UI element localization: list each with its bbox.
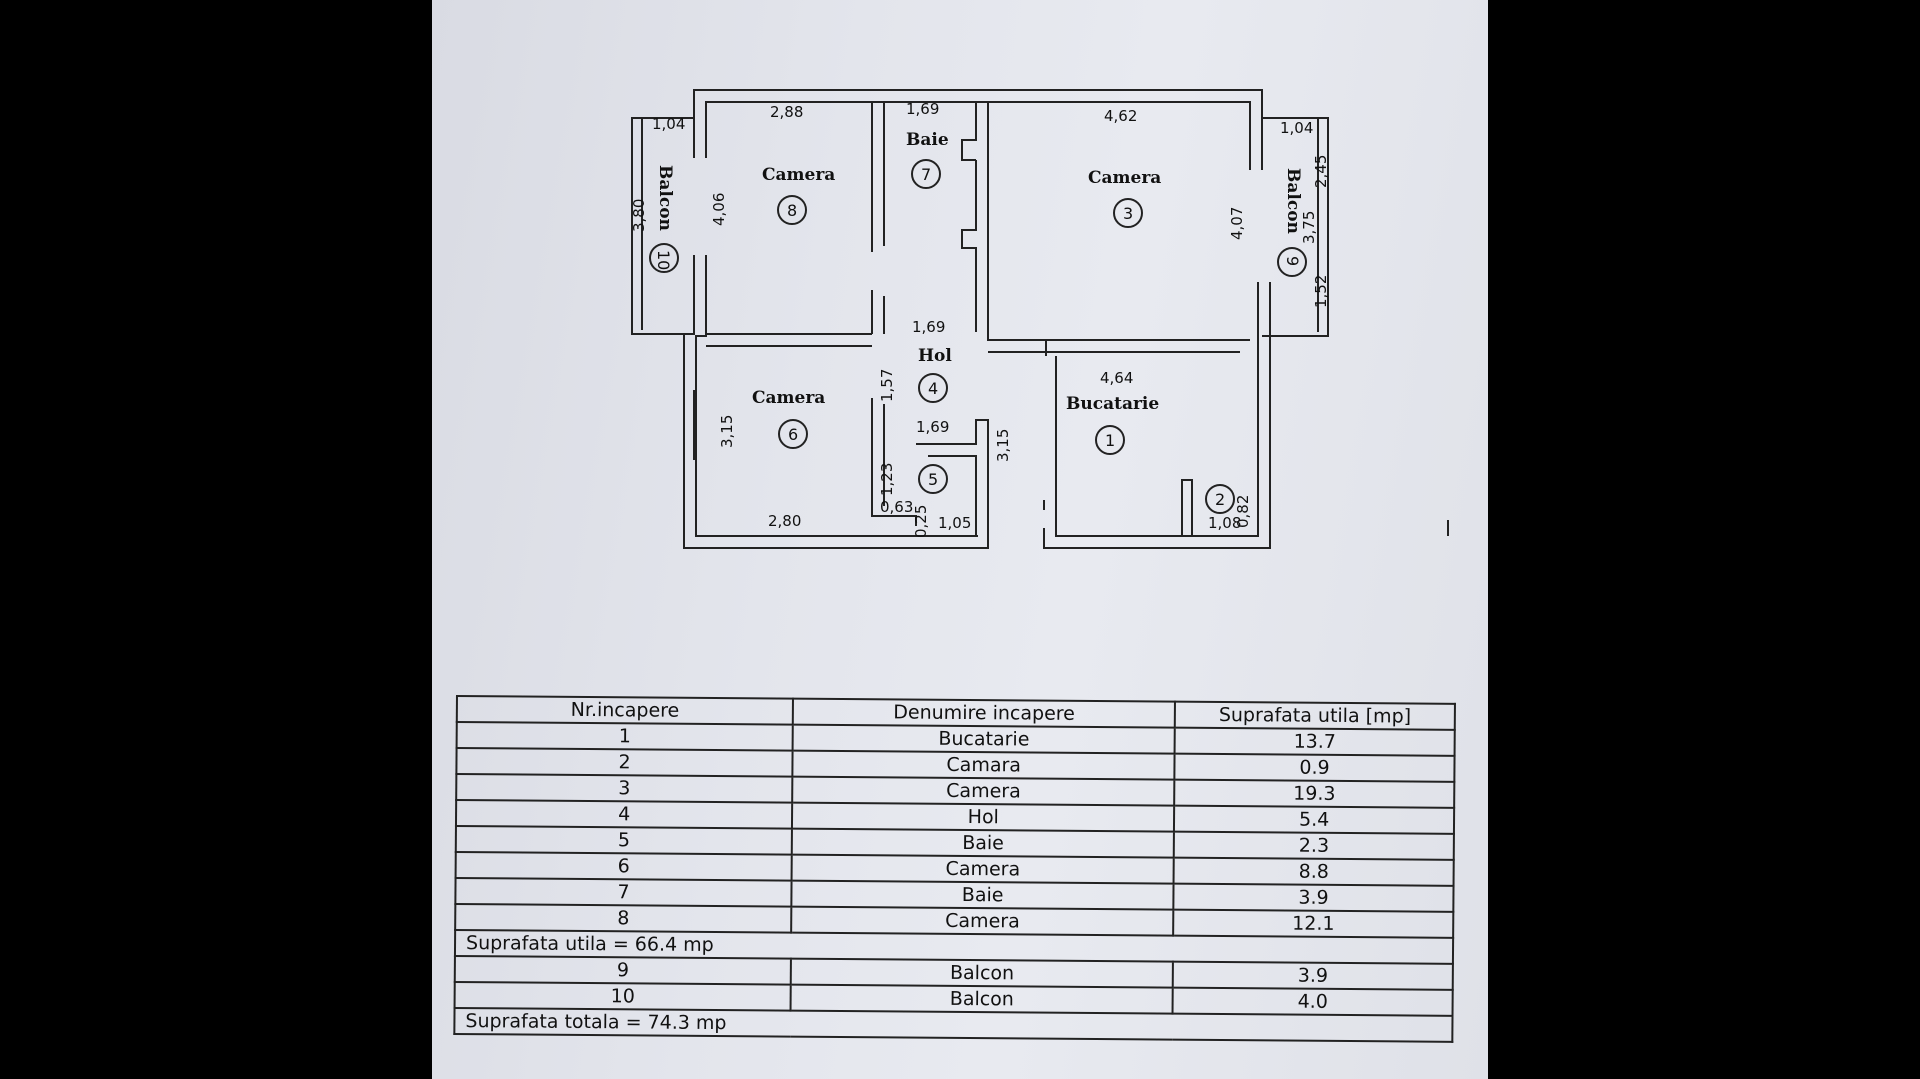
cell-room-number: 5 <box>455 826 793 855</box>
dimension-label: 3,75 <box>1300 211 1318 244</box>
dimension-label: 4,62 <box>1104 107 1137 125</box>
dimension-label: 1,08 <box>1208 514 1241 532</box>
dimension-label: 0,63 <box>880 498 913 516</box>
room-label-8: Camera <box>762 165 835 185</box>
room-number-3: 3 <box>1123 204 1133 223</box>
cell-room-name: Camera <box>791 854 1174 884</box>
room-number-10: 10 <box>654 250 673 270</box>
room-label-10: Balcon <box>655 165 675 231</box>
cell-room-name: Balcon <box>790 984 1173 1014</box>
room-number-2: 2 <box>1215 490 1225 509</box>
cell-room-number: 8 <box>455 904 792 933</box>
cell-area: 3.9 <box>1173 883 1454 912</box>
dimension-label: 4,06 <box>710 193 728 226</box>
room-number-6: 6 <box>788 425 798 444</box>
grand-total: Suprafata totala = 74.3 mp <box>465 1010 727 1035</box>
dimension-label: 1,57 <box>878 369 896 402</box>
cell-room-number: 2 <box>456 748 793 777</box>
room-label-4: Hol <box>918 346 952 366</box>
cell-area: 8.8 <box>1173 857 1454 886</box>
dimension-label: 2,88 <box>770 103 803 121</box>
cell-area: 0.9 <box>1174 753 1455 782</box>
cell-area: 12.1 <box>1173 909 1454 938</box>
header-room-name: Denumire incapere <box>793 698 1176 728</box>
cell-room-number: 9 <box>454 955 792 985</box>
dimension-label: 3,15 <box>718 415 736 448</box>
cell-area: 5.4 <box>1174 805 1455 834</box>
cell-room-number: 1 <box>456 722 794 751</box>
room-number-1: 1 <box>1105 431 1115 450</box>
dimension-label: 3,15 <box>994 429 1012 462</box>
dimension-label: 4,64 <box>1100 369 1133 387</box>
cell-room-number: 4 <box>455 800 793 829</box>
header-useful-area: Suprafata utila [mp] <box>1175 701 1455 730</box>
cell-room-name: Hol <box>792 802 1175 832</box>
dimension-label: 1,52 <box>1312 275 1330 308</box>
header-room-number: Nr.incapere <box>456 696 794 725</box>
dimension-label: 1,04 <box>1280 119 1313 137</box>
cell-room-name: Camera <box>791 906 1174 936</box>
room-area-table: Nr.incapere Denumire incapere Suprafata … <box>453 695 1456 1043</box>
dimension-label: 1,05 <box>938 514 971 532</box>
room-number-4: 4 <box>928 379 938 398</box>
cell-room-name: Baie <box>791 880 1174 910</box>
dimension-label: 1,69 <box>906 100 939 118</box>
room-number-7: 7 <box>921 165 931 184</box>
dimension-label: 0,82 <box>1234 495 1252 528</box>
room-number-8: 8 <box>787 201 797 220</box>
room-label-9: Balcon <box>1283 168 1303 234</box>
dimension-label: 3,80 <box>630 199 648 232</box>
cell-room-number: 6 <box>455 852 792 881</box>
cell-area: 4.0 <box>1172 987 1453 1016</box>
cell-room-name: Bucatarie <box>792 724 1176 754</box>
cell-room-number: 3 <box>456 774 793 803</box>
dimension-label: 2,45 <box>1312 155 1330 188</box>
dimension-label: 0,25 <box>912 505 930 538</box>
dimension-label: 4,07 <box>1228 207 1246 240</box>
useful-area-total: Suprafata utila = 66.4 mp <box>465 932 714 957</box>
cell-room-number: 10 <box>454 981 791 1011</box>
cell-room-name: Camera <box>792 776 1175 806</box>
room-number-5: 5 <box>928 470 938 489</box>
room-label-3: Camera <box>1088 168 1161 188</box>
room-label-6: Camera <box>752 388 825 408</box>
dimension-label: 1,69 <box>916 418 949 436</box>
cell-room-name: Balcon <box>790 958 1174 988</box>
cell-room-number: 7 <box>455 878 792 907</box>
floor-plan-sheet: Camera 8 Baie 7 Camera 3 Hol 4 Camera 6 … <box>432 0 1488 1079</box>
cell-area: 2.3 <box>1173 831 1454 860</box>
cell-room-name: Camara <box>792 750 1175 780</box>
dimension-label: 1,04 <box>652 115 685 133</box>
floor-plan-drawing: Camera 8 Baie 7 Camera 3 Hol 4 Camera 6 … <box>630 89 1449 549</box>
dimension-label: 1,69 <box>912 318 945 336</box>
cell-room-name: Baie <box>791 828 1175 858</box>
cell-area: 13.7 <box>1174 727 1455 756</box>
room-label-1: Bucatarie <box>1066 394 1159 414</box>
cell-area: 3.9 <box>1172 961 1453 990</box>
room-number-9: 9 <box>1283 256 1302 266</box>
cell-area: 19.3 <box>1174 779 1455 808</box>
room-label-7: Baie <box>906 130 949 150</box>
dimension-label: 2,80 <box>768 512 801 530</box>
dimension-label: 1,23 <box>878 463 896 496</box>
